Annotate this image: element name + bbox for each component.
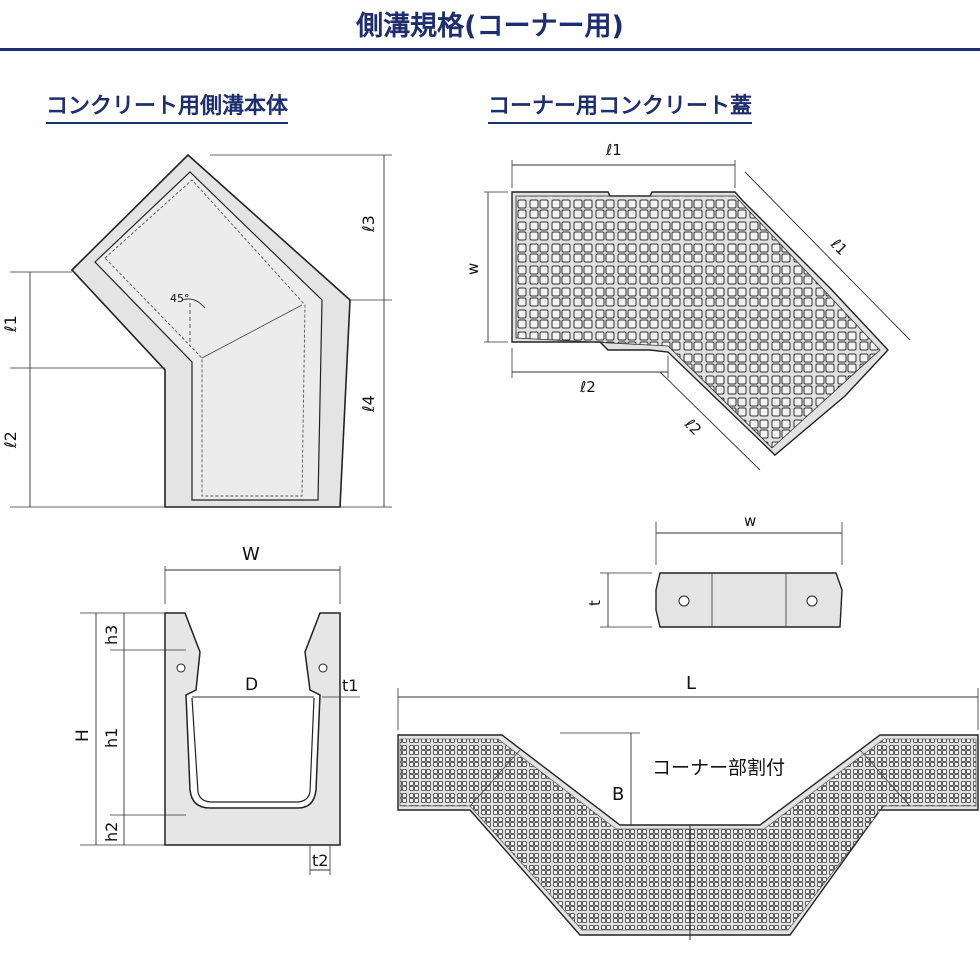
l1-label: ℓ1 [1, 315, 20, 333]
cover-hole-right [806, 595, 818, 607]
h1-label: h1 [102, 728, 121, 748]
l3-label: ℓ3 [359, 215, 378, 233]
cover-w-label: w [464, 263, 482, 275]
h2-label: h2 [102, 822, 121, 842]
H-label: H [73, 729, 93, 742]
cover-section-t-label: t [586, 600, 604, 606]
installed-caption: コーナー部割付 [652, 757, 785, 779]
l2-label: ℓ2 [1, 431, 20, 449]
t1-label: t1 [342, 676, 358, 695]
cover-cross-section: w t [586, 512, 843, 628]
title-underline [0, 48, 980, 51]
section-body [164, 612, 341, 846]
l4-label: ℓ4 [359, 395, 378, 413]
cover-l2-diag-dim [659, 371, 761, 471]
cover-l1-diag-dim [744, 171, 911, 341]
lift-hole-right [318, 663, 328, 673]
W-label: W [242, 544, 260, 565]
cover-section-w-label: w [744, 512, 756, 530]
corner-joint-line [201, 304, 303, 359]
gutter-cross-section: W D t1 t2 H h3 h1 h2 [73, 544, 360, 875]
B-label: B [612, 784, 624, 805]
section-channel-liner [191, 697, 315, 803]
cover-l1-diag-label: ℓ1 [826, 234, 851, 259]
L-label: L [686, 673, 696, 694]
installed-joint-left [469, 749, 521, 807]
h3-label: h3 [102, 625, 121, 645]
left-section-heading: コンクリート用側溝本体 [46, 88, 289, 124]
gutter-body-plan: 45° ℓ1 ℓ2 ℓ3 ℓ4 [1, 153, 392, 508]
cover-l2-bottom-label: ℓ2 [579, 378, 596, 396]
gutter-hidden-line [104, 179, 306, 497]
cover-l1-top-label: ℓ1 [605, 141, 622, 159]
corner-cover-plan: ℓ1 ℓ1 w ℓ2 ℓ2 [464, 141, 911, 471]
cover-section-body [655, 572, 843, 628]
installed-corner-layout: L B コーナー部割付 [397, 673, 979, 940]
t2-label: t2 [312, 851, 328, 870]
angle-arc [181, 298, 206, 309]
lift-hole-left [176, 663, 186, 673]
installed-joint-right [859, 749, 911, 807]
angle-label: 45° [170, 292, 190, 305]
cover-hole-left [678, 595, 690, 607]
right-section-heading: コーナー用コンクリート蓋 [488, 88, 753, 124]
cover-l2-diag-label: ℓ2 [680, 414, 705, 439]
page-title: 側溝規格(コーナー用) [356, 11, 624, 42]
cover-grate-pattern [515, 195, 881, 449]
D-label: D [245, 675, 258, 695]
gutter-inner-outline [94, 171, 323, 501]
